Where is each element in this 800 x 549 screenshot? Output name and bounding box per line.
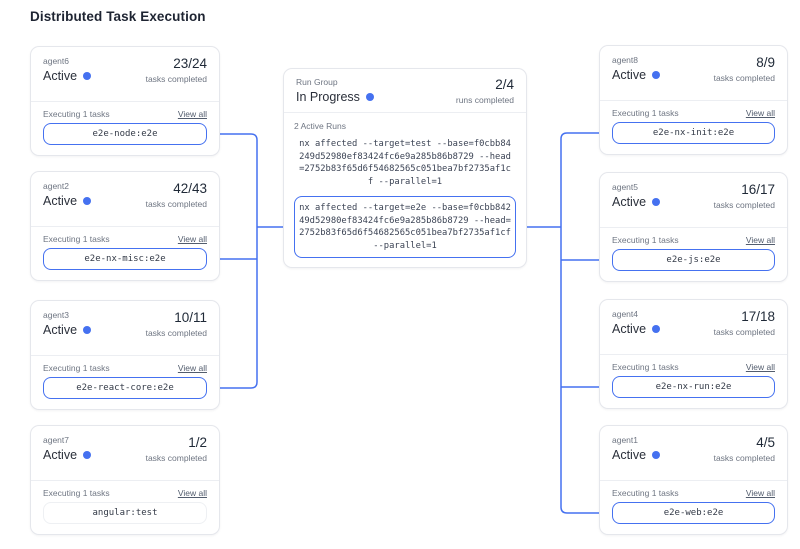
view-all-link[interactable]: View all — [178, 234, 207, 244]
agent-status: Active — [43, 194, 77, 208]
tasks-count: 4/5 — [714, 435, 775, 450]
agent-card-agent4: agent4 Active 17/18 tasks completed Exec… — [599, 299, 788, 409]
agent-card-header: agent6 Active 23/24 tasks completed — [31, 47, 219, 102]
run-command-text: nx affected --target=e2e --base=f0cbb842… — [299, 202, 511, 252]
agent-card-header: agent5 Active 16/17 tasks completed — [600, 173, 787, 228]
tasks-count-label: tasks completed — [714, 327, 775, 337]
agent-name: agent1 — [612, 435, 660, 445]
agent-status: Active — [43, 323, 77, 337]
agent-status: Active — [612, 68, 646, 82]
agent-name: agent3 — [43, 310, 91, 320]
view-all-link[interactable]: View all — [746, 488, 775, 498]
agent-card-header: agent4 Active 17/18 tasks completed — [600, 300, 787, 355]
executing-label: Executing 1 tasks — [612, 362, 679, 372]
view-all-link[interactable]: View all — [178, 363, 207, 373]
tasks-count-label: tasks completed — [146, 328, 207, 338]
agent-name: agent5 — [612, 182, 660, 192]
agent-name: agent2 — [43, 181, 91, 191]
tasks-count-label: tasks completed — [146, 453, 207, 463]
executing-label: Executing 1 tasks — [43, 363, 110, 373]
executing-label: Executing 1 tasks — [43, 109, 110, 119]
tasks-count: 16/17 — [714, 182, 775, 197]
run-group-label: Run Group — [296, 77, 374, 87]
agent-status: Active — [43, 448, 77, 462]
run-command-highlighted[interactable]: nx affected --target=e2e --base=f0cbb842… — [294, 196, 516, 258]
task-pill[interactable]: e2e-nx-run:e2e — [612, 376, 775, 398]
agent-card-agent6: agent6 Active 23/24 tasks completed Exec… — [30, 46, 220, 156]
task-pill[interactable]: e2e-nx-init:e2e — [612, 122, 775, 144]
tasks-count: 8/9 — [714, 55, 775, 70]
agent-card-header: agent8 Active 8/9 tasks completed — [600, 46, 787, 101]
agent-name: agent4 — [612, 309, 660, 319]
runs-count-label: runs completed — [456, 95, 514, 105]
task-pill[interactable]: angular:test — [43, 502, 207, 524]
agent-card-header: agent1 Active 4/5 tasks completed — [600, 426, 787, 481]
agent-status: Active — [612, 448, 646, 462]
status-dot-icon — [83, 451, 91, 459]
status-dot-icon — [652, 451, 660, 459]
tasks-count: 1/2 — [146, 435, 207, 450]
task-pill[interactable]: e2e-react-core:e2e — [43, 377, 207, 399]
run-group-card: Run Group In Progress 2/4 runs completed… — [283, 68, 527, 268]
status-dot-icon — [652, 198, 660, 206]
tasks-count-label: tasks completed — [146, 199, 207, 209]
executing-label: Executing 1 tasks — [612, 108, 679, 118]
agent-card-header: agent2 Active 42/43 tasks completed — [31, 172, 219, 227]
view-all-link[interactable]: View all — [178, 488, 207, 498]
view-all-link[interactable]: View all — [746, 235, 775, 245]
status-dot-icon — [652, 71, 660, 79]
agent-name: agent6 — [43, 56, 91, 66]
task-pill[interactable]: e2e-js:e2e — [612, 249, 775, 271]
tasks-count-label: tasks completed — [714, 73, 775, 83]
agent-card-agent3: agent3 Active 10/11 tasks completed Exec… — [30, 300, 220, 410]
task-pill[interactable]: e2e-web:e2e — [612, 502, 775, 524]
tasks-count-label: tasks completed — [714, 453, 775, 463]
agent-card-agent8: agent8 Active 8/9 tasks completed Execut… — [599, 45, 788, 155]
executing-label: Executing 1 tasks — [43, 488, 110, 498]
agent-card-agent2: agent2 Active 42/43 tasks completed Exec… — [30, 171, 220, 281]
tasks-count-label: tasks completed — [146, 74, 207, 84]
tasks-count: 42/43 — [146, 181, 207, 196]
agent-status: Active — [43, 69, 77, 83]
view-all-link[interactable]: View all — [746, 362, 775, 372]
agent-card-agent1: agent1 Active 4/5 tasks completed Execut… — [599, 425, 788, 535]
executing-label: Executing 1 tasks — [43, 234, 110, 244]
run-group-header: Run Group In Progress 2/4 runs completed — [284, 69, 526, 113]
agent-name: agent7 — [43, 435, 91, 445]
agent-status: Active — [612, 322, 646, 336]
tasks-count: 17/18 — [714, 309, 775, 324]
view-all-link[interactable]: View all — [746, 108, 775, 118]
status-dot-icon — [83, 326, 91, 334]
agent-name: agent8 — [612, 55, 660, 65]
run-command[interactable]: nx affected --target=test --base=f0cbb84… — [294, 138, 516, 188]
status-dot-icon — [83, 72, 91, 80]
agent-card-agent7: agent7 Active 1/2 tasks completed Execut… — [30, 425, 220, 535]
run-group-status: In Progress — [296, 90, 360, 104]
task-pill[interactable]: e2e-node:e2e — [43, 123, 207, 145]
status-dot-icon — [366, 93, 374, 101]
agent-card-header: agent3 Active 10/11 tasks completed — [31, 301, 219, 356]
tasks-count: 10/11 — [146, 310, 207, 325]
agent-status: Active — [612, 195, 646, 209]
tasks-count: 23/24 — [146, 56, 207, 71]
view-all-link[interactable]: View all — [178, 109, 207, 119]
runs-count: 2/4 — [456, 77, 514, 92]
agent-card-agent5: agent5 Active 16/17 tasks completed Exec… — [599, 172, 788, 282]
executing-label: Executing 1 tasks — [612, 235, 679, 245]
executing-label: Executing 1 tasks — [612, 488, 679, 498]
page-title: Distributed Task Execution — [30, 9, 206, 24]
agent-card-header: agent7 Active 1/2 tasks completed — [31, 426, 219, 481]
active-runs-label: 2 Active Runs — [294, 121, 516, 131]
status-dot-icon — [652, 325, 660, 333]
task-pill[interactable]: e2e-nx-misc:e2e — [43, 248, 207, 270]
tasks-count-label: tasks completed — [714, 200, 775, 210]
status-dot-icon — [83, 197, 91, 205]
